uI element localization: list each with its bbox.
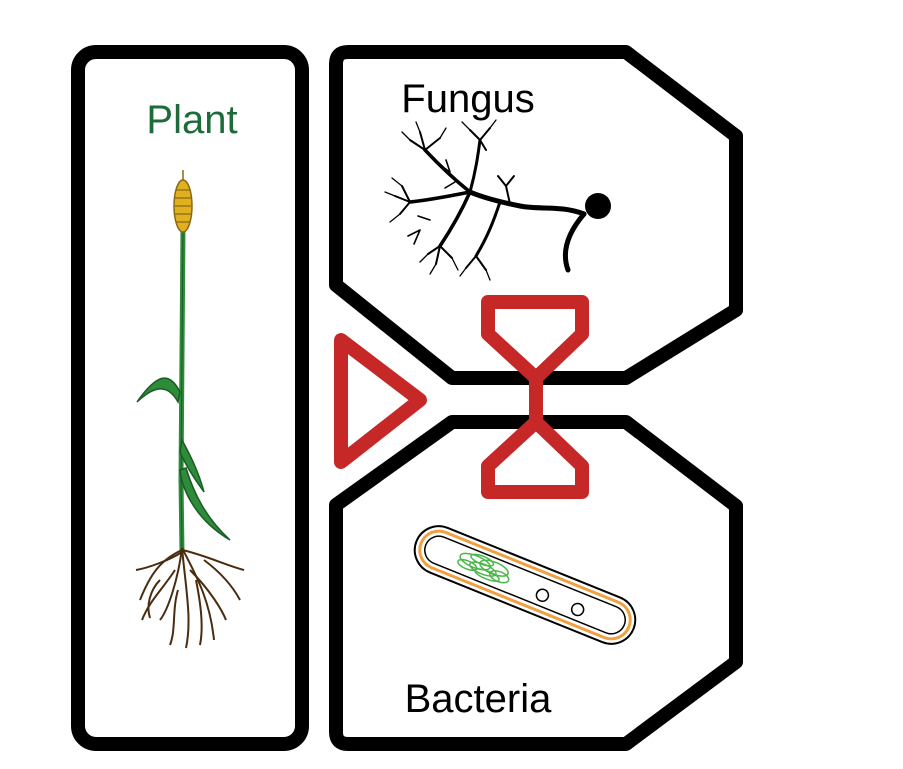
plant-label: Plant — [146, 98, 237, 142]
plant-roots — [135, 547, 245, 649]
fungus-bacteria-hourglass — [481, 295, 589, 499]
bacterial-dna — [457, 552, 510, 584]
plant-interaction-triangle — [334, 333, 427, 469]
plasmid — [570, 602, 585, 617]
fungus-label: Fungus — [401, 77, 534, 121]
fungal-hyphae-illustration — [384, 119, 611, 281]
bacterium-illustration — [413, 525, 637, 645]
wheat-spike — [173, 170, 193, 233]
plasmid — [535, 588, 550, 603]
bacteria-label: Bacteria — [405, 677, 552, 721]
wheat-plant-illustration — [135, 170, 245, 649]
plant-panel — [71, 45, 309, 751]
fungus-panel — [329, 45, 743, 385]
